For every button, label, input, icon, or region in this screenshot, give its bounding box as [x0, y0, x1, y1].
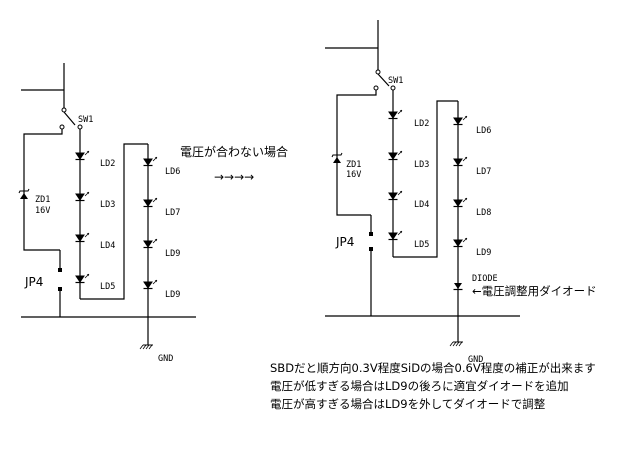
left-jp4-pin: [58, 287, 62, 291]
right-led-icon: [387, 230, 403, 241]
explanation-note: 電圧が高すぎる場合はLD9を外してダイオードで調整: [270, 397, 546, 411]
left-jp4-label: JP4: [24, 275, 43, 289]
left-led-icon: [142, 238, 158, 249]
right-led-label: LD9: [476, 248, 491, 258]
left-led-icon: [74, 150, 90, 161]
left-led-icon: [142, 156, 158, 167]
left-led-icon: [142, 279, 158, 290]
right-circuit: SW1 ZD1 16V LD2 LD3 LD4 LD5 LD6 LD7 LD8 …: [325, 20, 597, 365]
explanation-note: SBDだと順方向0.3V程度SiDの場合0.6V程度の補正が出来ます: [270, 361, 596, 375]
right-zd1-label: ZD1: [346, 160, 361, 170]
right-led-label: LD3: [414, 160, 429, 170]
left-zd1-label: ZD1: [35, 195, 50, 205]
left-sw1-label: SW1: [78, 115, 93, 125]
left-gnd-label: GND: [158, 354, 173, 364]
right-led-label: LD4: [414, 200, 429, 210]
left-led-label: LD5: [100, 282, 115, 292]
mismatch-label: 電圧が合わない場合: [180, 144, 288, 159]
left-led-label: LD2: [100, 159, 115, 169]
left-led-label: LD4: [100, 241, 115, 251]
left-led-icon: [74, 232, 90, 243]
right-led-label: LD2: [414, 119, 429, 129]
left-zener-branch-wire: [23, 129, 63, 251]
right-led-icon: [387, 109, 403, 120]
right-sw1-label: SW1: [388, 76, 403, 86]
left-led-label: LD3: [100, 200, 115, 210]
left-led-icon: [74, 191, 90, 202]
left-ground-icon: [139, 344, 154, 350]
right-jp4-pin: [369, 247, 373, 251]
transition-arrow: →→→→: [214, 170, 254, 184]
right-zener-branch-wire: [336, 90, 377, 216]
left-switch-sw1: SW1: [59, 107, 93, 130]
right-gnd-label: GND: [468, 355, 483, 365]
right-zener-zd1: ZD1 16V: [331, 152, 361, 180]
right-led-label: LD6: [476, 126, 491, 136]
right-zd1-voltage: 16V: [346, 170, 361, 180]
left-zener-zd1: ZD1 16V: [18, 188, 50, 216]
right-led-icon: [452, 115, 468, 126]
right-led-label: LD8: [476, 208, 491, 218]
right-ground-icon: [449, 341, 464, 347]
left-led-icon: [74, 273, 90, 284]
left-led-label: LD9: [165, 249, 180, 259]
right-switch-sw1: SW1: [373, 69, 403, 91]
left-zd1-voltage: 16V: [35, 206, 50, 216]
right-led-icon: [452, 197, 468, 208]
right-led-icon: [387, 190, 403, 201]
right-led-label: LD7: [476, 167, 491, 177]
right-adjust-diode: [453, 283, 463, 291]
right-led-icon: [452, 156, 468, 167]
right-led-icon: [452, 237, 468, 248]
right-jp4-label: JP4: [335, 235, 354, 249]
right-led-icon: [387, 150, 403, 161]
right-series-connection: [393, 100, 458, 258]
right-led-label: LD5: [414, 240, 429, 250]
left-jp4-pin: [58, 268, 62, 272]
right-diode-note: ←電圧調整用ダイオード: [472, 284, 597, 298]
left-led-icon: [142, 197, 158, 208]
right-jp4-pin: [369, 232, 373, 236]
left-circuit: SW1 ZD1 16V LD2 LD3 LD4 LD5 LD6 LD7 LD9 …: [18, 63, 196, 364]
left-series-connection: [80, 143, 148, 300]
explanation-note: 電圧が低すぎる場合はLD9の後ろに適宜ダイオードを追加: [270, 379, 569, 393]
right-diode-label: DIODE: [472, 274, 498, 284]
left-led-label: LD6: [165, 167, 180, 177]
left-led-label: LD9: [165, 290, 180, 300]
left-led-label: LD7: [165, 208, 180, 218]
